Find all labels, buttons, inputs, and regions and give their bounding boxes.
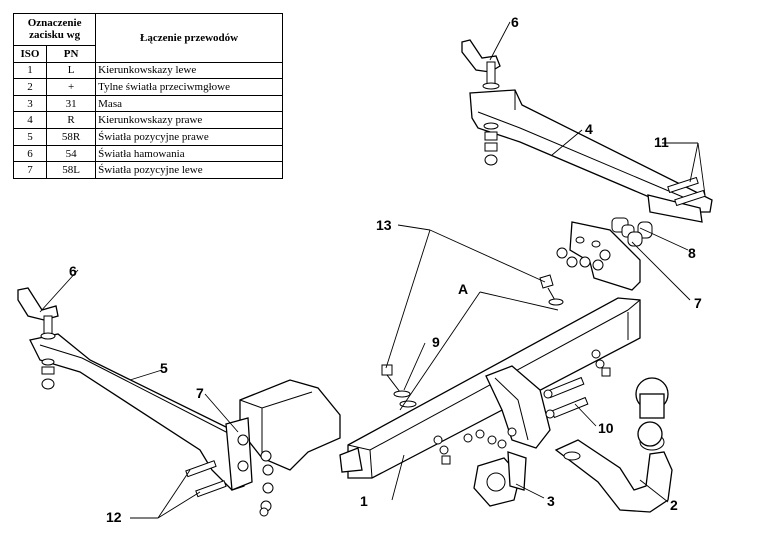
header-wire-connection: Łączenie przewodów [95, 13, 283, 63]
cell-pn: 31 [45, 94, 97, 113]
cell-pn: L [45, 61, 97, 80]
cell-pn: + [45, 78, 97, 96]
cell-desc: Masa [95, 94, 283, 113]
vertical-bolt-13 [539, 274, 611, 377]
wiring-table: Oznaczenie zacisku wg Łączenie przewodów… [12, 13, 283, 179]
right-side-bracket [469, 89, 713, 223]
socket-plate [473, 451, 527, 507]
label-11: 11 [654, 134, 669, 150]
label-12: 12 [106, 509, 122, 525]
label-2: 2 [670, 497, 678, 513]
rear-mounting-plate [569, 217, 653, 291]
header-terminal-designation: Oznaczenie zacisku wg [12, 13, 97, 46]
label-4: 4 [585, 121, 593, 137]
label-1: 1 [360, 493, 368, 509]
left-mounting-plate [17, 287, 59, 390]
cell-pn: 58L [45, 161, 97, 179]
label-6-top: 6 [511, 14, 519, 30]
label-6-left: 6 [69, 263, 77, 279]
label-3: 3 [547, 493, 555, 509]
left-bar-bracket [239, 379, 341, 471]
label-A: A [458, 281, 468, 297]
label-7-right: 7 [694, 295, 702, 311]
label-7-left: 7 [196, 385, 204, 401]
right-bar-bracket [485, 365, 551, 449]
cell-desc: Światła pozycyjne lewe [95, 161, 283, 179]
washer-pack [463, 427, 517, 449]
label-5: 5 [160, 360, 168, 376]
rear-plate-nuts [556, 247, 611, 271]
left-side-bracket [29, 333, 253, 491]
label-8: 8 [688, 245, 696, 261]
cell-desc: Tylne światła przeciwmgłowe [95, 78, 283, 96]
part-labels: 6 4 11 8 7 13 A 6 5 9 7 10 1 3 2 12 [69, 14, 702, 525]
table-row: 7 58L Światła pozycyjne lewe [13, 161, 283, 179]
vertical-bolt-9 [381, 364, 451, 465]
label-10: 10 [598, 420, 614, 436]
cell-iso: 3 [13, 94, 47, 113]
right-mounting-plate [461, 39, 501, 166]
ball-mount-bolts [543, 376, 589, 419]
table-row: 3 31 Masa [13, 94, 283, 113]
table-row: 6 54 Światła hamowania [13, 144, 283, 163]
cell-desc: Kierunkowskazy lewe [95, 61, 283, 80]
label-9: 9 [432, 334, 440, 350]
table-row: 2 + Tylne światła przeciwmgłowe [13, 78, 283, 96]
left-bolts [185, 450, 274, 517]
leader-lines [39, 21, 706, 519]
ball-hitch [554, 377, 673, 513]
label-13: 13 [376, 217, 392, 233]
table-row: 1 L Kierunkowskazy lewe [13, 61, 283, 80]
